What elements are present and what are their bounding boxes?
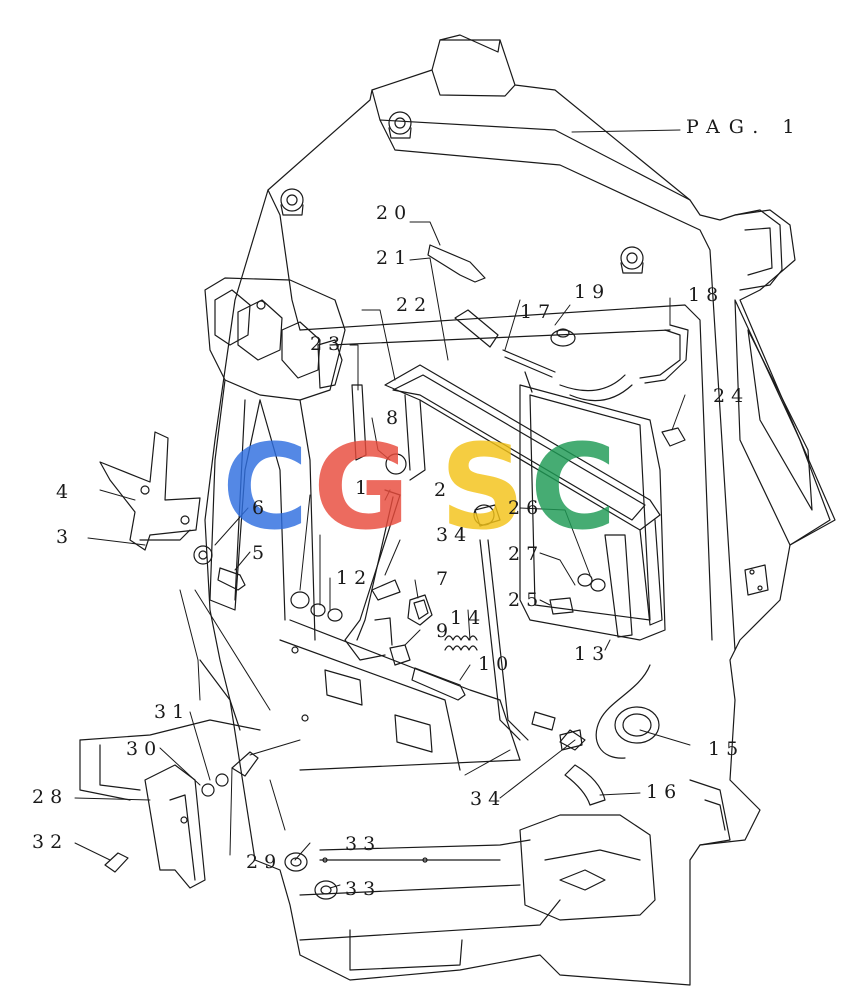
watermark-letter-g: G [313, 418, 410, 556]
callout-33: 33 [345, 833, 381, 855]
callout-2: 2 [434, 479, 452, 501]
watermark-letter-c1: C [222, 418, 309, 556]
part-bolts-25-26-27 [549, 573, 606, 615]
part-bolt-24 [661, 427, 686, 447]
callout-5: 5 [252, 542, 270, 564]
callout-15: 15 [708, 738, 744, 760]
callout-34-lower: 34 [470, 788, 506, 810]
callout-34: 34 [436, 524, 472, 546]
callout-12: 12 [336, 567, 372, 589]
part-clip-16 [564, 764, 606, 806]
part-hose-15 [559, 664, 660, 759]
part-spring-14 [444, 635, 478, 651]
page-reference: PAG. 1 [686, 116, 803, 138]
watermark-logo: C G S C [222, 418, 617, 556]
callout-31: 31 [154, 701, 190, 723]
callout-13: 13 [574, 643, 610, 665]
callout-23: 23 [310, 333, 346, 355]
part-fitting-20 [427, 244, 486, 283]
part-bolt-5 [217, 567, 246, 591]
callout-28: 28 [32, 786, 68, 808]
part-bolt-29 [231, 751, 259, 777]
part-bushing-9 [389, 644, 411, 666]
part-seal-21 [384, 364, 663, 626]
part-strip-23 [351, 384, 633, 638]
callout-16: 16 [646, 781, 682, 803]
watermark-letter-c2: C [530, 418, 617, 556]
part-plug-8 [385, 453, 407, 475]
callout-22: 22 [396, 294, 432, 316]
part-bracket-28 [144, 764, 206, 889]
cab-frame [79, 34, 836, 986]
part-pad-7 [407, 594, 433, 626]
callout-17: 17 [520, 301, 556, 323]
callout-20: 20 [376, 202, 412, 224]
callout-8: 8 [386, 407, 404, 429]
part-rod-10 [473, 504, 556, 741]
callout-29: 29 [246, 851, 282, 873]
part-fitting-34 [474, 504, 583, 751]
callout-24: 24 [713, 385, 749, 407]
callout-21: 21 [376, 247, 412, 269]
part-washer-30 [201, 773, 229, 797]
callout-9: 9 [436, 620, 454, 642]
watermark-letter-s: S [440, 418, 525, 556]
leader-lines [74, 129, 691, 889]
callout-14: 14 [450, 607, 486, 629]
callout-27: 27 [508, 543, 544, 565]
callout-26: 26 [508, 497, 544, 519]
part-washer-6 [193, 545, 213, 565]
callout-25: 25 [508, 589, 544, 611]
callout-6: 6 [252, 497, 270, 519]
part-pin-13 [411, 667, 466, 701]
part-grommets-33 [284, 852, 338, 900]
callout-10: 10 [478, 653, 514, 675]
part-grommet-19 [550, 328, 576, 347]
callout-30: 30 [126, 738, 162, 760]
callout-4: 4 [56, 481, 74, 503]
callout-18: 18 [688, 284, 724, 306]
callout-3: 3 [56, 526, 74, 548]
callout-labels: 20 21 22 23 8 4 3 6 5 1 2 34 7 26 27 25 … [32, 202, 749, 900]
callout-32: 32 [32, 831, 68, 853]
part-hose-17 [454, 309, 633, 402]
callout-1: 1 [355, 477, 373, 499]
part-screw-12 [371, 579, 401, 601]
part-pin-32 [104, 852, 129, 873]
part-elbow-18 [639, 324, 689, 384]
callout-33-lower: 33 [345, 878, 381, 900]
callout-7: 7 [436, 568, 454, 590]
part-washers-1 [290, 591, 343, 622]
callout-19: 19 [574, 281, 610, 303]
part-lever-2 [344, 489, 401, 661]
part-bracket-4 [99, 431, 201, 551]
